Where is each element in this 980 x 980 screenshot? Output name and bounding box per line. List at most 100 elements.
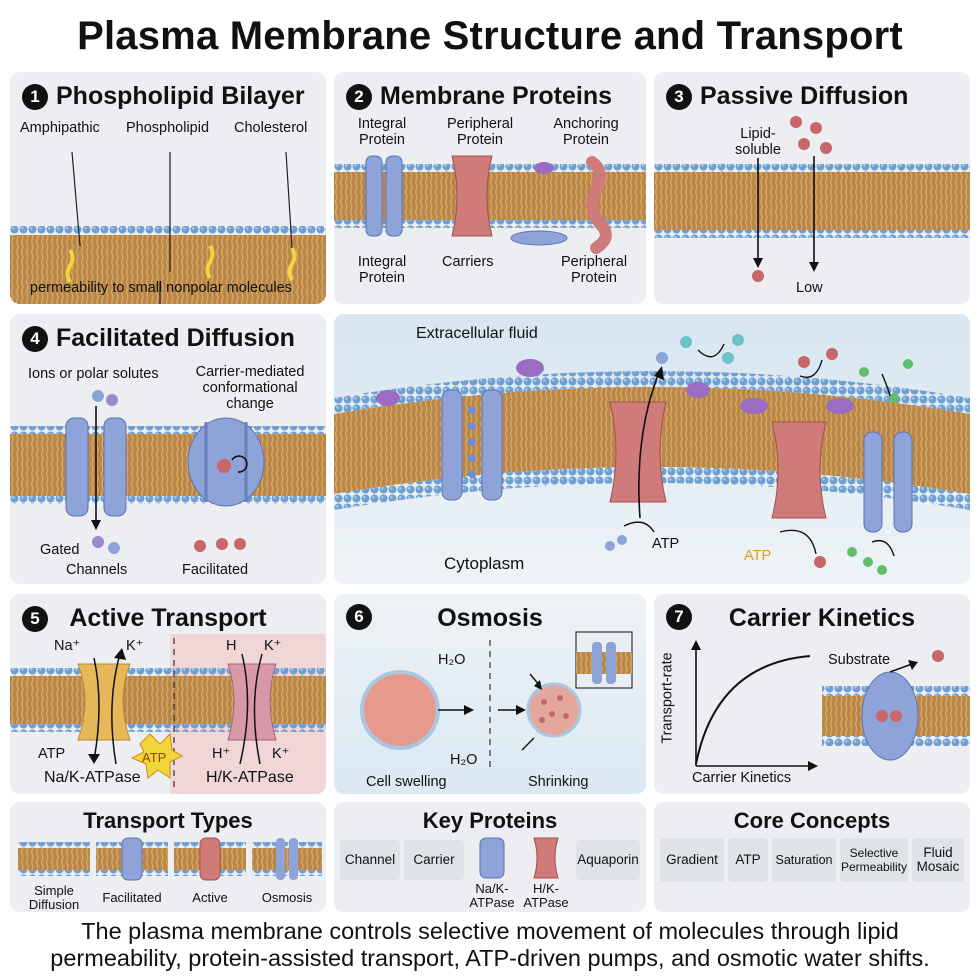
step-number: 3 [666,83,692,110]
label-cholesterol: Cholesterol [234,120,308,136]
item-fluid-mosaic: Fluid Mosaic [912,838,964,882]
label-permeability: permeability to small nonpolar molecules [30,280,292,296]
label-phospholipid: Phospholipid [126,120,210,136]
label-h2o-top: H₂O [438,652,466,668]
summary-title: Key Proteins [422,808,558,833]
label-gated: Gated [40,542,80,558]
thumb-simple-diffusion [18,842,90,876]
label-facilitated: Facilitated [182,562,249,578]
channel-protein [65,417,89,517]
item-facilitated: Facilitated [102,890,162,905]
pump-protein [771,421,827,519]
label-carriers: Carriers [442,254,494,270]
label-cytoplasm: Cytoplasm [444,554,525,573]
anchoring-protein [586,156,612,254]
panel-title: Phospholipid Bilayer [56,82,305,110]
panel-carrier-kinetics: 7 Carrier Kinetics Transport-rate Carrie… [654,594,970,794]
item-saturation: Saturation [772,838,836,882]
label-lipid-soluble: Lipid-soluble [735,126,781,158]
facilitated-illustration [10,390,326,554]
label-anchoring-protein: Anchoring Protein [553,116,619,148]
label-atp-2: ATP [744,548,772,564]
peripheral-protein [534,162,554,174]
membrane-overview-illustration [334,334,970,575]
carrier-protein [451,155,493,237]
panel-title: Carrier Kinetics [728,604,916,632]
label-shrinking: Shrinking [528,774,589,790]
item-atp: ATP [728,838,768,882]
item-active: Active [192,890,228,905]
panel-title: Passive Diffusion [700,82,909,110]
label-cell-swelling: Cell swelling [366,774,447,790]
item-channel: Channel [340,840,400,880]
na-k-atpase-icon [479,837,505,879]
caption-line-2: permeability, protein-assisted transport… [50,945,930,971]
label-extracellular-fluid: Extracellular fluid [416,325,538,342]
shrinking-cell [526,682,582,738]
item-carrier: Carrier [404,840,464,880]
page-title: Plasma Membrane Structure and Transport [77,14,903,58]
panel-membrane-overview: Extracellular fluid Cytoplasm ATP ATP [334,314,970,584]
thumb-facilitated [96,837,168,881]
label-h: H [226,638,237,654]
carrier-protein [609,401,667,503]
summary-key-proteins: Key Proteins Channel Carrier Na/K-ATPase… [334,802,646,912]
label-na: Na⁺ [54,638,81,654]
h-k-atpase [227,663,277,741]
channel-protein [441,389,463,501]
active-transport-illustration [10,634,326,794]
panel-phospholipid-bilayer: 1 Phospholipid Bilayer Amphipathic Phosph… [10,72,326,304]
label-peripheral-protein: Peripheral Protein [446,116,514,148]
osmosis-illustration [360,631,633,772]
caption: The plasma membrane controls selective m… [0,918,980,972]
label-substrate: Substrate [828,652,891,668]
kinetics-illustration [691,640,970,771]
item-h-k-atpase: H/K-ATPase [523,881,569,910]
item-na-k-atpase: Na/K-ATPase [469,881,515,910]
item-selective-permeability: Selective Permeability [840,838,908,882]
label-atp-left: ATP [38,746,66,762]
label-peripheral-protein-bottom: Peripheral Protein [560,254,628,286]
summary-title: Transport Types [83,808,253,833]
panel-title: Active Transport [69,604,267,632]
summary-core-concepts: Core Concepts Gradient ATP Saturation Se… [654,802,970,912]
summary-transport-types: Transport Types Simple Diffusion Facilit… [10,802,326,912]
item-aquaporin: Aquaporin [576,840,640,880]
label-channels: Channels [66,562,128,578]
label-transport-rate: Transport-rate [659,652,676,744]
swelling-cell [360,670,440,750]
label-k-plus: K⁺ [272,746,290,762]
label-amphipathic: Amphipathic [20,120,100,136]
item-gradient: Gradient [660,838,724,882]
caption-line-1: The plasma membrane controls selective m… [81,918,899,944]
label-h-plus: H⁺ [212,746,231,762]
cholesterol-molecule [65,248,75,284]
na-k-atpase [77,663,131,741]
label-atp-1: ATP [652,536,680,552]
thumb-active [174,837,246,881]
step-number: 7 [666,604,692,630]
label-atp-star: ATP [142,750,167,765]
bilayer-illustration [10,151,326,304]
panel-title: Osmosis [437,604,543,632]
saturation-curve [695,655,811,765]
panel-osmosis: 6 Osmosis H₂O H₂O Cell swelling Shrinkin… [334,594,646,794]
step-number: 1 [22,83,48,110]
label-carrier-mediated: Carrier-mediated conformational change [195,364,305,412]
step-number: 6 [346,604,372,630]
diffusion-illustration [654,116,970,282]
label-k: K⁺ [126,638,144,654]
label-h-k-atpase: H/K-ATPase [206,769,294,786]
thumb-osmosis [252,838,322,880]
proteins-illustration [334,155,646,254]
label-ions-polar: Ions or polar solutes [28,366,159,382]
integral-protein [365,155,383,237]
item-simple-diffusion: Simple Diffusion [28,883,80,912]
step-number: 4 [22,325,48,352]
label-integral-protein: Integral Protein [357,116,407,148]
item-osmosis: Osmosis [261,890,313,905]
